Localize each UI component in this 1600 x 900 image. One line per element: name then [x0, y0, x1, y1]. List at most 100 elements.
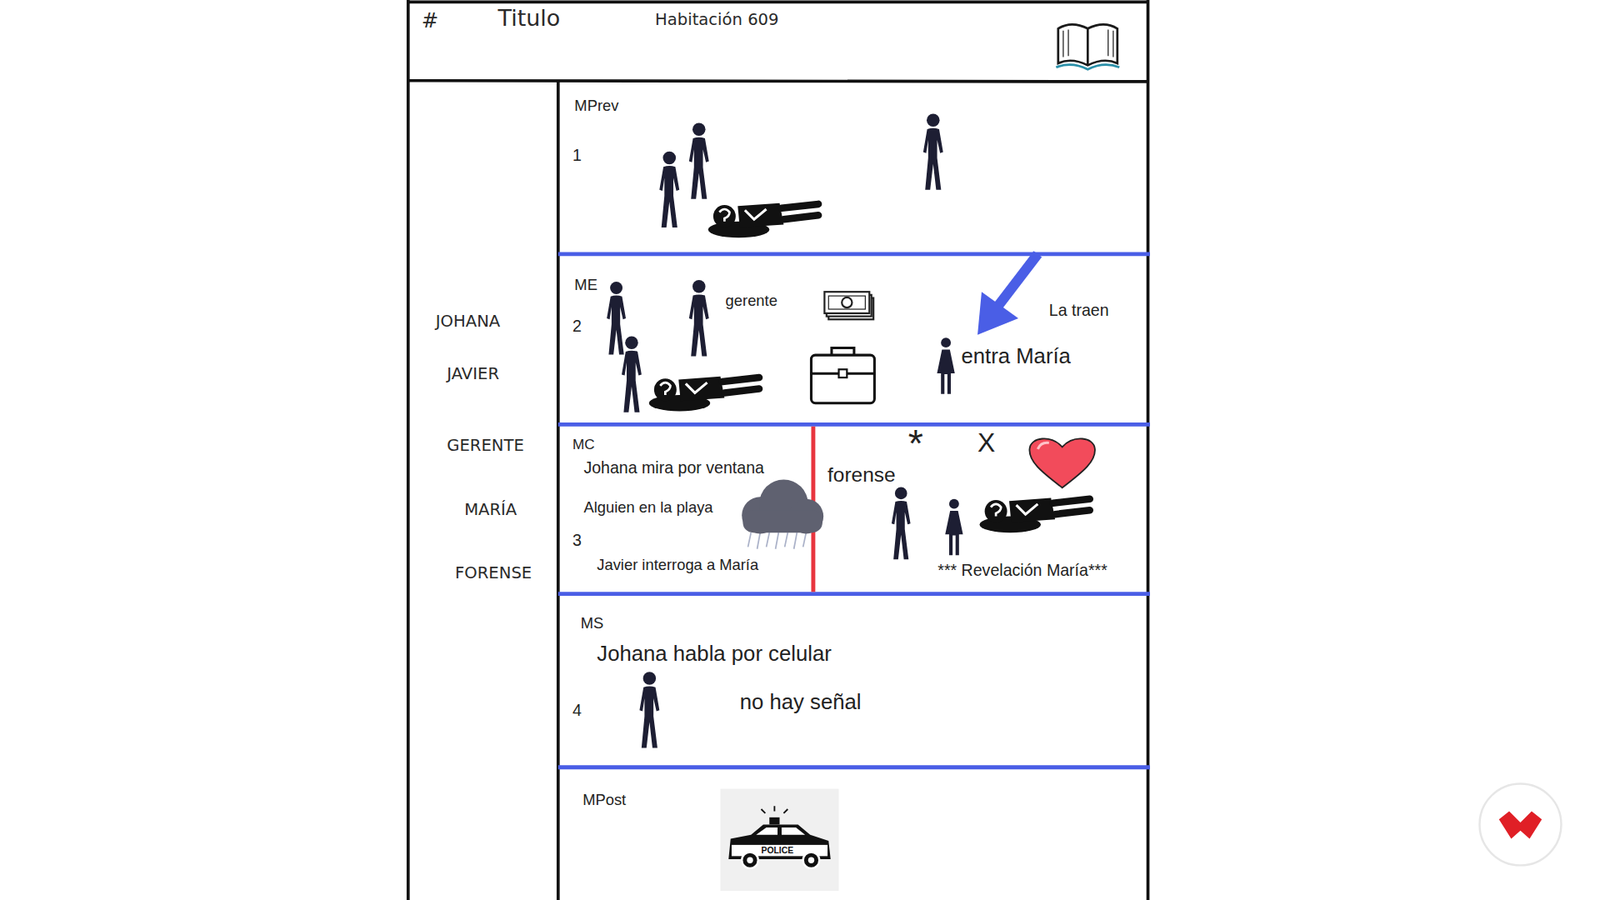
sheet-frame: [1146, 0, 1150, 900]
scene-row: MPost: [558, 767, 1149, 900]
storyboard-text: Johana mira por ventana: [583, 458, 765, 478]
scene-row: ME2gerenteLa traenentra María: [558, 254, 1149, 425]
shot-number: 3: [572, 530, 582, 550]
character-figure: [923, 113, 944, 190]
character-figure: [606, 281, 626, 355]
briefcase-icon: [810, 348, 875, 404]
scene-row: MS Johana habla por celular 4 no hay señal: [558, 594, 1149, 768]
character-figure: [659, 151, 680, 228]
storyboard-text: FORENSE: [455, 564, 532, 584]
rain-cloud: [803, 532, 807, 547]
rain-cloud: [757, 532, 761, 550]
victim-body: [649, 203, 1090, 534]
storyboard-text: Javier interroga a María: [596, 555, 759, 574]
love-heart: [1037, 442, 1049, 450]
book-icon: [1055, 65, 1120, 70]
character-list: JOHANA JAVIER GERENTE MARÍA FORENSE: [408, 81, 559, 900]
row-separator: [558, 422, 1150, 427]
brand-logo: [1499, 810, 1542, 839]
storyboard-text: #: [421, 9, 440, 33]
victim-body: [649, 376, 760, 412]
victim-body: [980, 498, 1090, 534]
rain-cloud: [748, 532, 752, 547]
money-icon: [828, 295, 865, 310]
shot-number: 1: [572, 145, 582, 165]
car-label: POLICE: [760, 845, 794, 856]
police-car: [720, 789, 839, 891]
storyboard-text: MPrev: [574, 96, 619, 115]
character-figure: [689, 123, 710, 200]
police-car: [808, 857, 815, 864]
direction-arrow: [998, 254, 1039, 306]
rain-cloud: [748, 532, 807, 550]
direction-arrow: [977, 254, 1038, 335]
row-separator: [558, 251, 1150, 256]
character-figure: [689, 280, 710, 356]
character-figure: [945, 499, 963, 555]
sheet-frame: [408, 0, 1149, 5]
rain-cloud: [741, 480, 824, 535]
storyboard-text: MS: [580, 614, 605, 632]
rain-cloud: [794, 532, 798, 550]
storyboard-text: Habitación 609: [655, 10, 779, 30]
police-car: [720, 789, 839, 891]
police-car: [769, 817, 780, 825]
rain-cloud: [766, 532, 770, 547]
character-figure: [639, 671, 660, 748]
storyboard-text: Titulo: [498, 5, 561, 32]
storyboard-text: JOHANA: [435, 312, 500, 332]
sheet-frame: [408, 0, 1149, 900]
police-car: [803, 851, 820, 869]
shot-number: 4: [572, 700, 582, 720]
character-figure: [936, 337, 955, 394]
money-icon: [841, 297, 852, 308]
storyboard-text: JAVIER: [446, 365, 500, 385]
storyboard-text: X: [977, 427, 995, 459]
money-icon: [824, 291, 874, 320]
book-icon: [1086, 28, 1090, 65]
police-car: [755, 827, 805, 835]
storyboard-text: entra María: [960, 344, 1070, 370]
sheet-frame: [406, 0, 410, 900]
storyboard-text: no hay señal: [740, 690, 862, 715]
book-icon: [1055, 24, 1120, 70]
rain-cloud: [742, 510, 823, 533]
rain-cloud: [785, 532, 789, 547]
storyboard-text: gerente: [725, 291, 778, 310]
storyboard-text: La traen: [1049, 300, 1110, 320]
brand-logo: [1480, 783, 1562, 865]
scene-row: MPrev 1: [558, 81, 1149, 255]
rain-cloud: [741, 480, 824, 550]
victim-body: [708, 203, 819, 239]
header-band: # Titulo Habitación 609: [408, 0, 1149, 82]
storyboard-text: GERENTE: [446, 436, 525, 456]
storyboard-text: MC: [572, 436, 595, 454]
sheet-frame: [556, 81, 560, 900]
row-separator: [558, 765, 1150, 770]
character-figure: [621, 335, 642, 412]
direction-arrow: [977, 291, 1019, 335]
storyboard-text: Johana habla por celular: [596, 641, 832, 667]
storyboard-text: forense: [827, 463, 896, 487]
brand-logo: [1480, 783, 1562, 865]
money-icon: [824, 291, 870, 314]
scene-row: MC Johana mira por ventanaAlguien en la p…: [558, 424, 1149, 594]
character-figure: [891, 487, 911, 560]
storyboard-text: Alguien en la playa: [583, 498, 713, 516]
love-heart: [1029, 438, 1095, 488]
storyboard-text: *** Revelación María***: [937, 560, 1108, 580]
briefcase-icon: [839, 369, 848, 378]
police-car: [746, 857, 753, 864]
storyboard-text: MPost: [582, 790, 626, 809]
storyboard-text: ME: [574, 275, 598, 294]
rain-cloud: [775, 532, 780, 550]
storyboard-text: *: [908, 421, 924, 467]
book-icon: [1058, 24, 1118, 65]
briefcase-icon: [810, 355, 875, 404]
row-separator: [558, 254, 1150, 768]
book-icon: [1063, 30, 1114, 58]
storyboard-text: MARÍA: [464, 500, 517, 520]
